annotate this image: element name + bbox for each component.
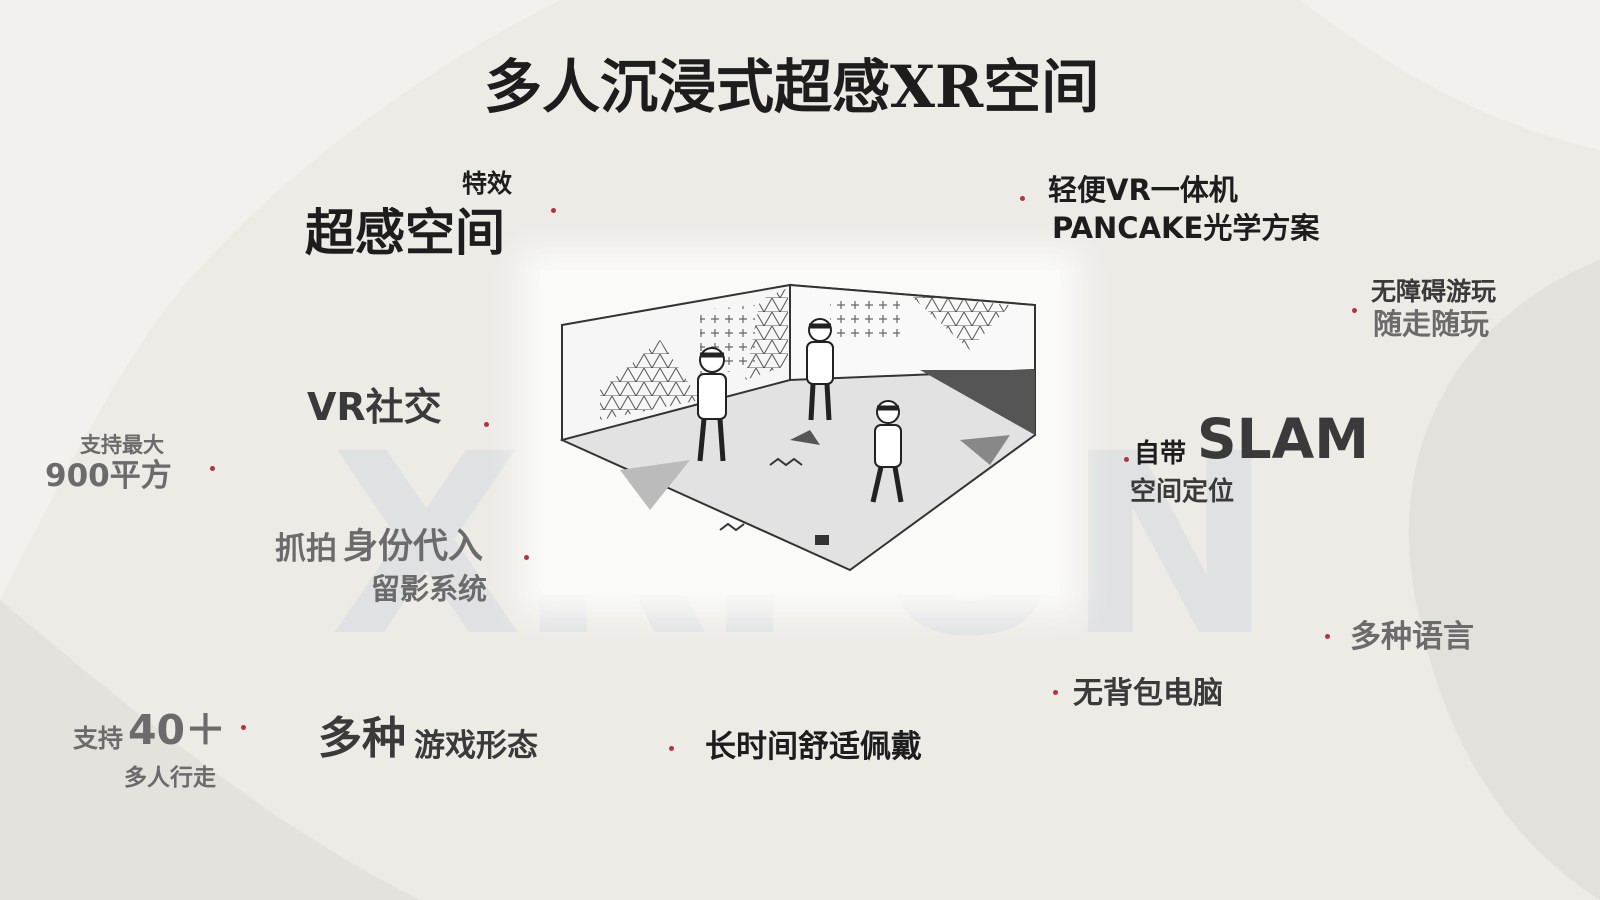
comfort-label: 长时间舒适佩戴: [705, 729, 922, 765]
built-in-label: 自带: [1134, 439, 1187, 469]
vr-social-label: VR社交: [307, 385, 442, 429]
bullet-dot: [669, 746, 674, 751]
bullet-dot: [1053, 690, 1058, 695]
area-value-label: 900平方: [45, 458, 172, 494]
barrier-free-label: 无障碍游玩: [1371, 277, 1497, 306]
bullet-dot: [551, 208, 556, 213]
bullet-dot: [484, 422, 489, 427]
support-label: 支持: [73, 724, 124, 753]
languages-label: 多种语言: [1350, 619, 1474, 655]
capture-label: 抓拍: [275, 531, 337, 567]
identity-label: 身份代入: [343, 527, 484, 567]
special-effects-label: 特效: [462, 169, 513, 198]
spatial-positioning-label: 空间定位: [1130, 477, 1235, 507]
headset-label: 轻便VR一体机: [1048, 173, 1238, 207]
photo-system-label: 留影系统: [371, 572, 488, 606]
bullet-dot: [1325, 634, 1330, 639]
bullet-dot: [1124, 457, 1129, 462]
player-count-label: 40＋: [128, 706, 227, 754]
bullet-dot: [1020, 196, 1025, 201]
bullet-dot: [524, 555, 529, 560]
bullet-dot: [241, 725, 246, 730]
various-label: 多种: [318, 713, 406, 764]
max-area-label: 支持最大: [80, 433, 164, 457]
bullet-dot: [1352, 308, 1357, 313]
pancake-optics-label: PANCAKE光学方案: [1052, 211, 1320, 245]
sensory-space-label: 超感空间: [305, 204, 505, 262]
no-backpack-label: 无背包电脑: [1073, 676, 1223, 711]
page-title: 多人沉浸式超感XR空间: [484, 53, 1100, 121]
multiplayer-walk-label: 多人行走: [124, 765, 216, 791]
game-modes-label: 游戏形态: [414, 728, 538, 764]
slam-label: SLAM: [1197, 407, 1369, 471]
vr-room-illustration-icon: [540, 270, 1060, 595]
walk-and-play-label: 随走随玩: [1373, 307, 1490, 341]
bullet-dot: [210, 466, 215, 471]
